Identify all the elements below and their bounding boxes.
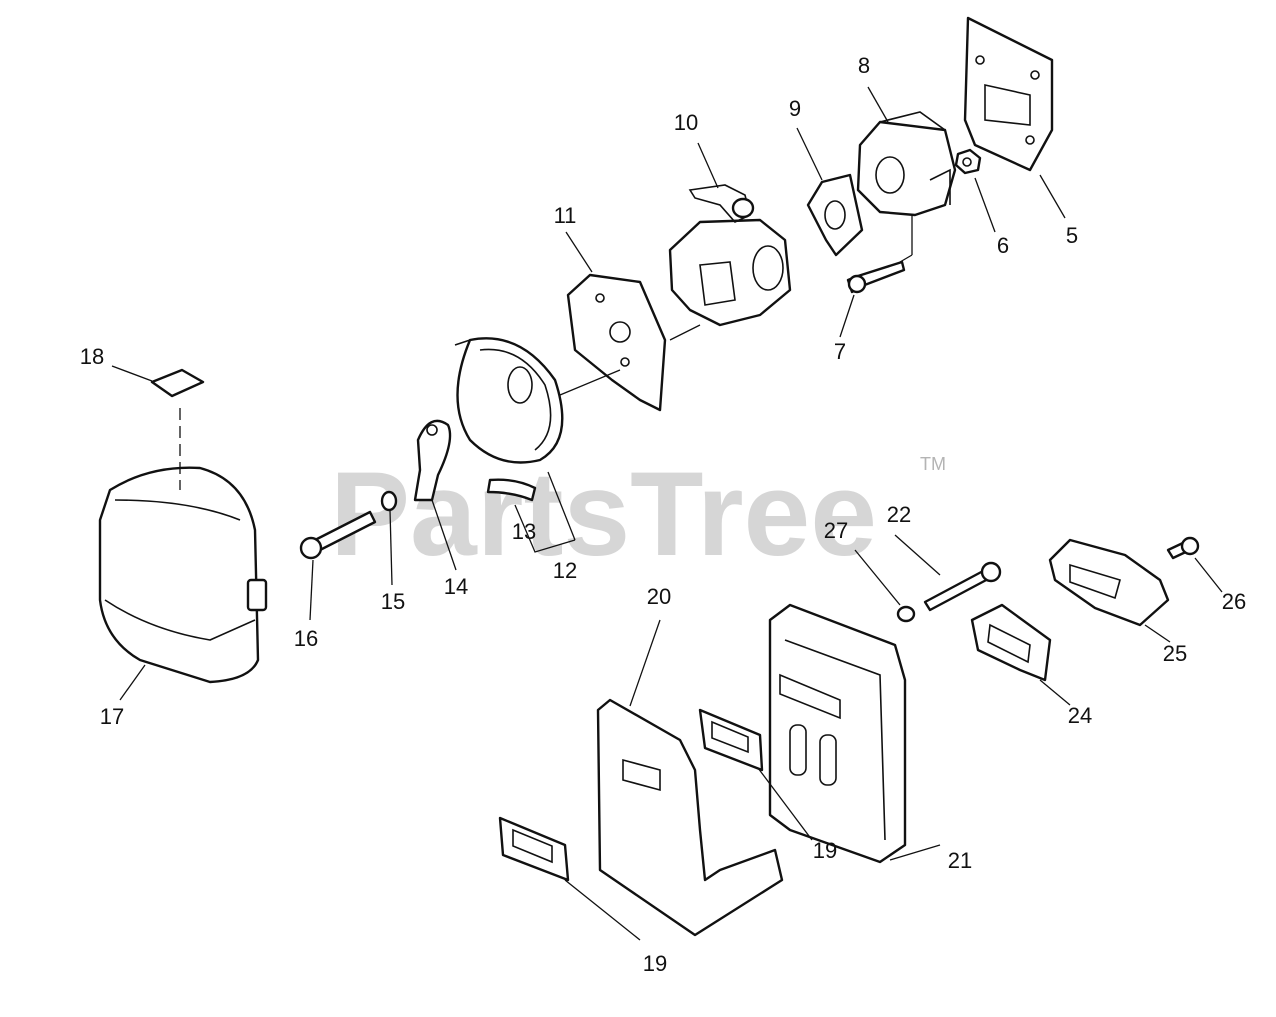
part-22-bolt[interactable] — [923, 561, 1002, 612]
part-8-insulator[interactable] — [856, 111, 957, 217]
part-13-element[interactable] — [486, 478, 537, 502]
callout-6: 6 — [997, 233, 1009, 258]
part-26-screw[interactable] — [1166, 536, 1200, 560]
callout-10: 10 — [674, 110, 698, 135]
callout-19-lower: 19 — [643, 951, 667, 976]
callout-20: 20 — [647, 584, 671, 609]
callout-11: 11 — [554, 203, 577, 228]
part-25-flange[interactable] — [1048, 538, 1170, 627]
callout-18: 18 — [80, 344, 104, 369]
callout-25: 25 — [1163, 641, 1187, 666]
part-20-bracket[interactable] — [596, 698, 784, 937]
watermark-brand: PartsTree — [330, 447, 877, 581]
callout-7: 7 — [834, 339, 846, 364]
callout-13: 13 — [512, 519, 536, 544]
part-5-gasket[interactable] — [963, 16, 1054, 172]
callout-5: 5 — [1066, 223, 1078, 248]
watermark-trademark: TM — [920, 454, 946, 474]
callout-15: 15 — [381, 589, 405, 614]
callout-14: 14 — [444, 574, 468, 599]
part-7-screw[interactable] — [846, 260, 906, 294]
part-24-gasket[interactable] — [970, 603, 1052, 682]
leader-lines — [111, 86, 1223, 941]
part-19-gasket-lower[interactable] — [498, 816, 570, 882]
callout-19-upper: 19 — [813, 838, 837, 863]
part-21-muffler[interactable] — [768, 603, 907, 864]
part-14-lever[interactable] — [413, 419, 452, 502]
part-27-washer[interactable] — [896, 605, 916, 623]
callout-22: 22 — [887, 502, 911, 527]
callout-26: 26 — [1222, 589, 1246, 614]
part-17-cover[interactable] — [98, 466, 268, 684]
callout-17: 17 — [100, 704, 124, 729]
callout-12: 12 — [553, 558, 577, 583]
part-10-carburetor[interactable] — [668, 184, 792, 327]
callout-8: 8 — [858, 53, 870, 78]
part-12-air-cleaner-body[interactable] — [454, 337, 564, 464]
part-9-gasket[interactable] — [806, 173, 864, 257]
callout-16: 16 — [294, 626, 318, 651]
part-19-gasket-upper[interactable] — [698, 708, 764, 772]
part-6-nut[interactable] — [954, 148, 982, 175]
callout-27: 27 — [824, 518, 848, 543]
callout-24: 24 — [1068, 703, 1092, 728]
callout-labels: 5 6 7 8 9 10 11 12 13 14 15 16 17 18 19 … — [80, 53, 1246, 976]
part-11-plate[interactable] — [566, 273, 667, 412]
part-15-washer[interactable] — [380, 490, 398, 512]
callout-9: 9 — [789, 96, 801, 121]
part-18-label[interactable] — [150, 368, 205, 398]
part-16-bolt[interactable] — [299, 510, 377, 560]
callout-21: 21 — [948, 848, 972, 873]
